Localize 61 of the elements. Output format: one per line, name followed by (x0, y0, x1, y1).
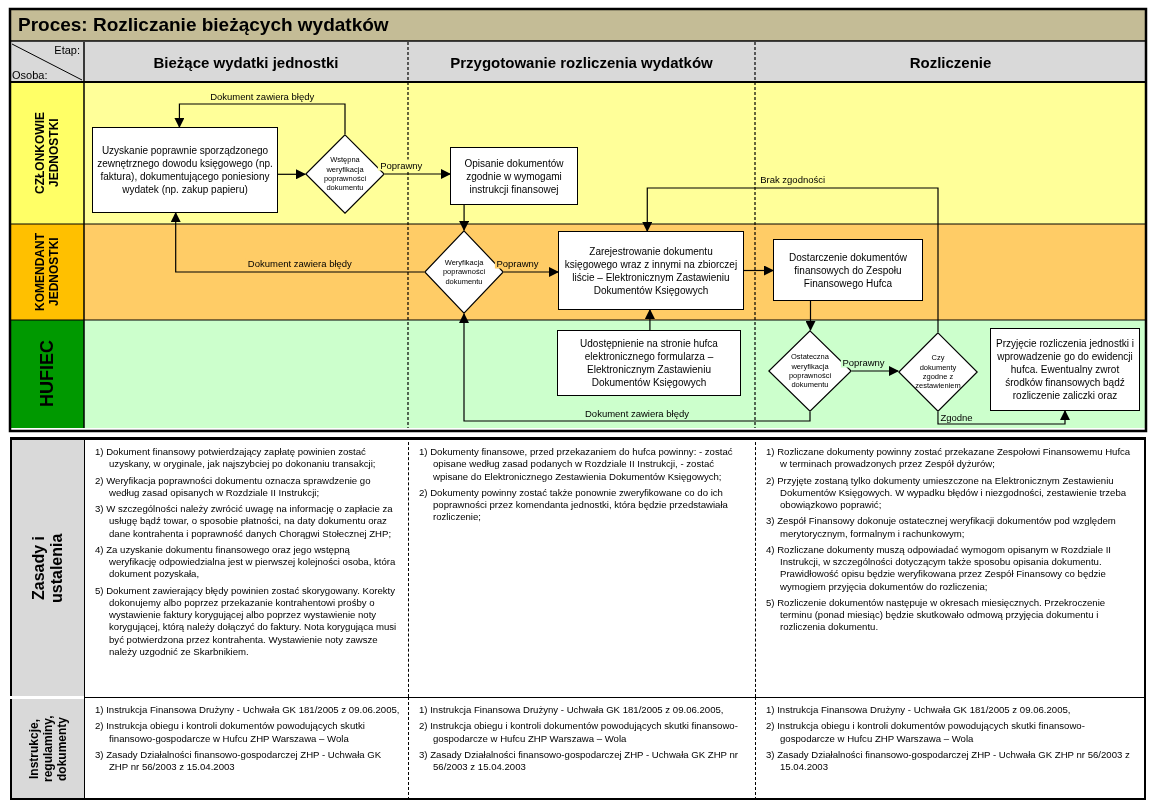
column-header: Przygotowanie rozliczenia wydatków (408, 42, 755, 82)
swimlane (10, 320, 1146, 428)
arrow (937, 410, 1070, 425)
arrow (805, 300, 816, 331)
rule-item: 3) Zespół Finansowy dokonuje ostatecznej weryfikacji dokumentów pod względem merytorycznym, formalnym i rachunkowym; (766, 515, 1117, 540)
axis-caption: Osoba: (12, 69, 48, 81)
rule-item: 5) Dokument zawierający błędy powinien zostać skorygowany. Korekty dokonujemy albo poprzez przekazanie kontrahentowi prośby o wystawienie faktury korygującej albo poprzez wystawienie noty korygującej, którą należy dołączyć do faktury. Nota korygująca musi być potwierdzona przez kontrahenta. Wystawienie noty zawsze należy uzgodnić ze Skarbnikiem. (95, 584, 398, 659)
arrow (644, 309, 655, 331)
edge-label: Zgodne (938, 411, 975, 423)
edge-label: Dokument zawiera błędy (583, 407, 691, 419)
arrow (459, 313, 811, 422)
document-reference: 1) Instrukcja Finansowa Drużyny - Uchwała GK 181/2005 z 09.06.2005, (419, 704, 725, 717)
lane-label: HUFIEC (10, 320, 84, 428)
rule-item: 4) Rozliczane dokumenty muszą odpowiadać wymogom opisanym w Rozdziale II Instrukcji, w szczególności dotyczącym także sposobu opisania dokumentu. Prawidłowość opisu będzie weryfikowana przez Zespół Finansowy co będzie wymogiem przyjęcia dokumentów do rozliczenia; (766, 543, 1112, 593)
rule-item: 4) Za uzyskanie dokumentu finansowego oraz jego wstępną weryfikację odpowiedzialna jest w pierwszej kolejności osoba, która dokument pozyskała, (95, 543, 397, 581)
column-header: Bieżące wydatki jednostki (84, 42, 408, 82)
rule-item: 2) Dokumenty powinny zostać także ponownie zweryfikowane co do ich poprawności przez komendanta jednostki, która będzie przedstawiała rozliczenie; (419, 486, 729, 524)
process-box: Dostarczenie dokumentów finansowych do Zespołu Finansowego Hufca (773, 239, 923, 301)
arrow (642, 187, 939, 333)
document-reference: 2) Instrukcja obiegu i kontroli dokumentów powodujących skutki finansowo-gospodarcze w Hufcu ZHP Warszawa – Wola (419, 720, 739, 745)
rule-item: 1) Dokumenty finansowe, przed przekazaniem do hufca powinny: - zostać opisane według zasad podanych w Rozdziale II Instrukcji, - zostać wpisane do Elektronicznego Zestawienia Dokumentów Księgowych; (419, 446, 734, 483)
swimlane (10, 224, 1146, 320)
process-box: Udostępnienie na stronie hufca elektronicznego formularza – Elektronicznym Zastawieniu Dokumentów Księgowych (557, 330, 741, 396)
edge-label: Poprawny (378, 159, 425, 171)
document-reference: 2) Instrukcja obiegu i kontroli dokumentów powodujących skutki finansowo-gospodarcze w Hufcu ZHP Warszawa – Wola (95, 720, 366, 745)
row-header: Zasady i ustalenia (10, 437, 84, 696)
column-header: Rozliczenie (755, 42, 1146, 82)
arrow (459, 204, 470, 231)
process-box: Uzyskanie poprawnie sporządzonego zewnętrznego dowodu księgowego (np. faktura), dokumentującego poniesiony wydatek (np. zakup papieru) (92, 127, 278, 213)
lane-label: CZŁONKOWIE JEDNOSTKI (10, 82, 84, 224)
swimlane (10, 82, 1146, 224)
edge-label: Brak zgodności (758, 173, 828, 185)
rule-item: 2) Przyjęte zostaną tylko dokumenty umieszczone na Elektronicznym Zestawieniu Dokumentów Księgowych. W wypadku błędów i niezgodności, zestawienie trzeba obowiązkowo poprawić; (766, 474, 1128, 512)
document-reference: 3) Zasady Działalności finansowo-gospodarczej ZHP - Uchwała GK ZHP nr 56/2003 z 15.04.2003 (419, 748, 740, 774)
arrow (170, 212, 425, 273)
rule-item: 1) Rozliczane dokumenty powinny zostać przekazane Zespołowi Finansowemu Hufca w terminach prowadzonych przez Zespół dyżurów; (766, 446, 1132, 471)
axis-caption: Etap: (54, 44, 80, 56)
lane-label: KOMENDANT JEDNOSTKI (10, 224, 84, 320)
document-reference: 3) Zasady Działalności finansowo-gospodarczej ZHP - Uchwała GK ZHP nr 56/2003 z 15.04.2003 (766, 748, 1131, 774)
arrow (503, 267, 559, 277)
arrow (851, 366, 899, 376)
edge-label: Dokument zawiera błędy (245, 257, 354, 269)
rule-item: 1) Dokument finansowy potwierdzający zapłatę powinien zostać uzyskany, w oryginale, jak najszybciej po dokonaniu transakcji; (95, 446, 377, 471)
document-reference: 3) Zasady Działalności finansowo-gospodarczej ZHP - Uchwała GK ZHP nr 56/2003 z 15.04.2003 (95, 748, 383, 774)
document-reference: 1) Instrukcja Finansowa Drużyny - Uchwała GK 181/2005 z 09.06.2005, (766, 704, 1072, 717)
arrow (743, 265, 774, 276)
arrow (384, 169, 451, 179)
process-box: Przyjęcie rozliczenia jednostki i wprowadzenie go do ewidencji hufca. Ewentualny zwrot środków finansowych bądź rozliczenie zaliczki oraz (990, 328, 1140, 411)
rule-item: 2) Weryfikacja poprawności dokumentu oznacza sprawdzenie go według zasad opisanych w Rozdziale II Instrukcji; (95, 474, 372, 500)
rule-item: 5) Rozliczenie dokumentów następuje w okresach miesięcznych. Przekroczenie terminu (ponad miesiąc) będzie skutkowało odmową przyjęcia dokumentu i rozliczenia dokumentu. (766, 596, 1107, 634)
row-header: Instrukcje, regulaminy, dokumenty (10, 699, 84, 800)
document-reference: 1) Instrukcja Finansowa Drużyny - Uchwała GK 181/2005 z 09.06.2005, (95, 704, 400, 717)
edge-label: Dokument zawiera błędy (208, 90, 317, 102)
rule-item: 3) W szczególności należy zwrócić uwagę na informację o zapłacie za usługę bądź towar, o sposobie płatności, na daty dokumentu oraz dane kontrahenta i poprawność danych Chorągwi Stołecznej ZHP; (95, 503, 394, 540)
arrow (174, 103, 346, 135)
process-title: Proces: Rozliczanie bieżących wydatków (10, 9, 1146, 41)
edge-label: Poprawny (840, 356, 887, 368)
process-box: Opisanie dokumentów zgodnie w wymogami instrukcji finansowej (450, 147, 578, 205)
process-box: Zarejestrowanie dokumentu księgowego wraz z innymi na zbiorczej liście – Elektronicznym Zastawieniu Dokumentów Księgowych (558, 231, 744, 310)
arrow (277, 169, 306, 180)
document-reference: 2) Instrukcja obiegu i kontroli dokumentów powodujących skutki finansowo-gospodarcze w Hufcu ZHP Warszawa – Wola (766, 720, 1086, 745)
